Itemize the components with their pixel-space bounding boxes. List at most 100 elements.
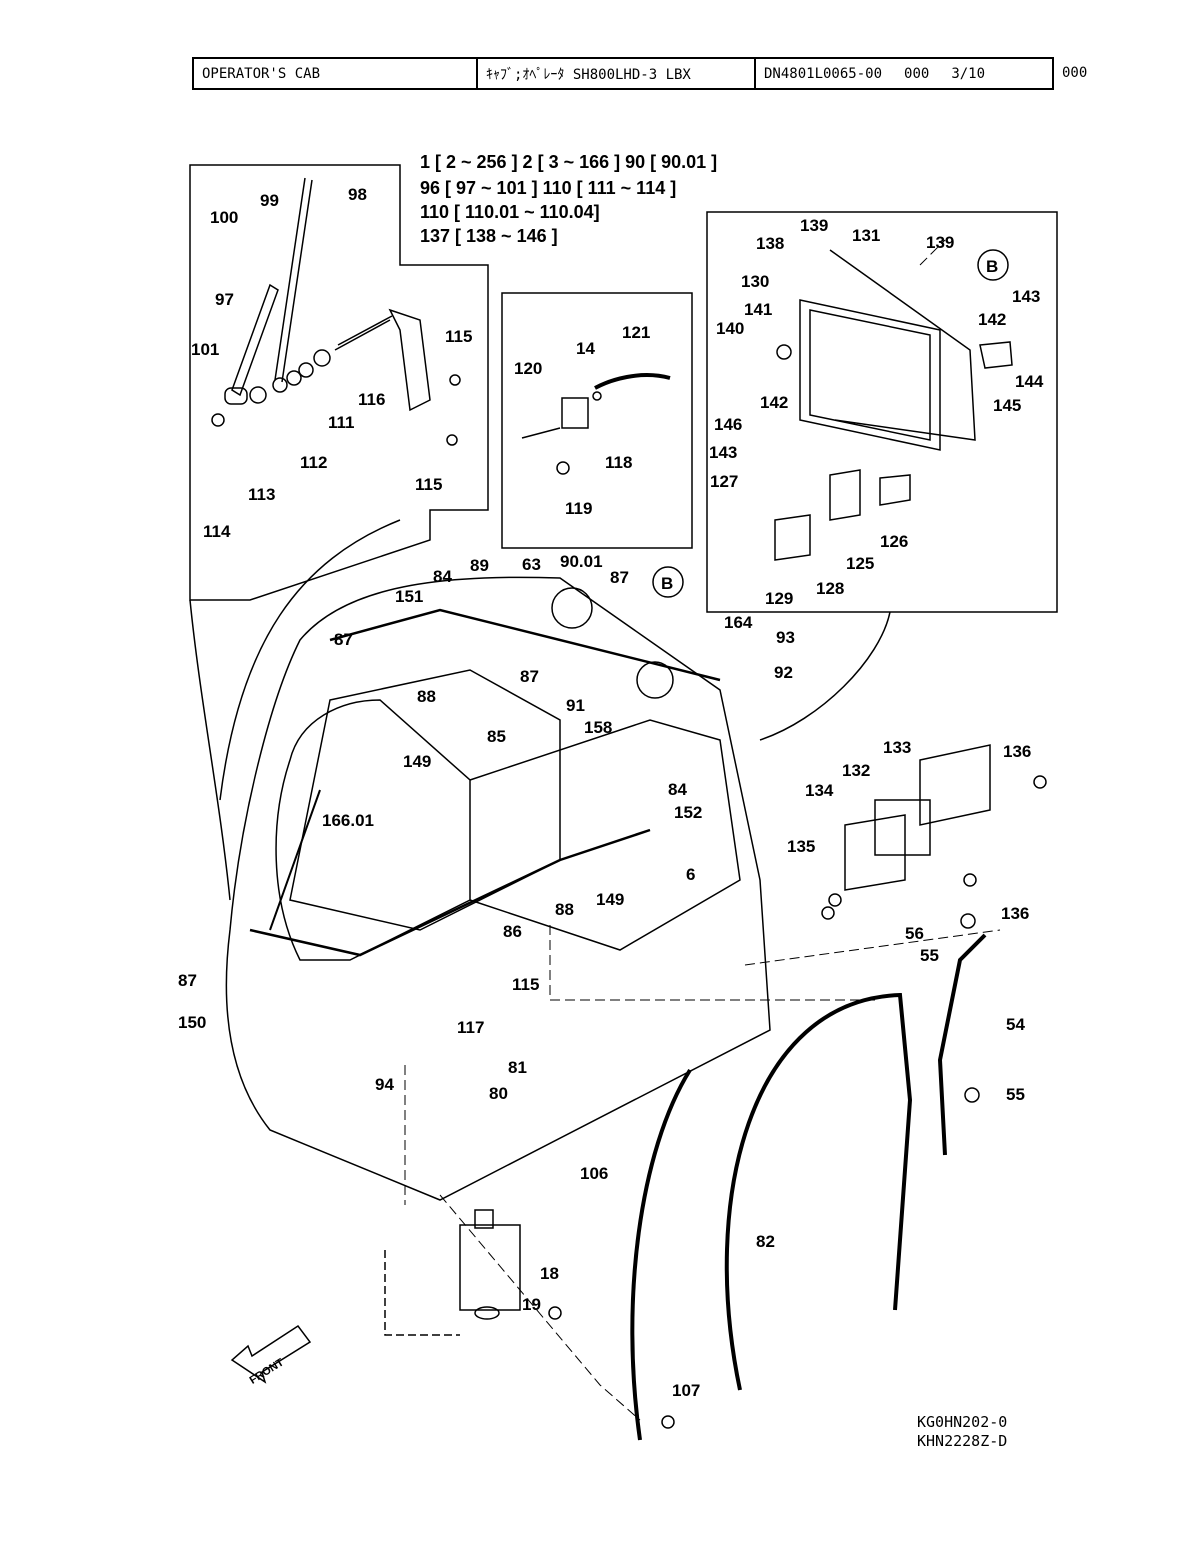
page-number: 3/10 <box>951 65 986 82</box>
drawing-title: OPERATOR'S CAB <box>194 59 478 88</box>
drawing-number-cell: DN4801L0065-00 000 3/10 <box>756 59 1052 88</box>
front-arrow-icon <box>230 1324 312 1384</box>
o-ring-14 <box>592 391 602 401</box>
part-label: 151 <box>395 587 423 606</box>
part-label: 55 <box>1006 1085 1025 1104</box>
reference-line-4: 137 [ 138 ~ 146 ] <box>420 226 558 246</box>
part-label: 128 <box>816 579 844 598</box>
part-label: 141 <box>744 300 772 319</box>
washer-tank-18 <box>459 1224 521 1311</box>
window-panel-138 <box>829 249 976 441</box>
part-label: 87 <box>610 568 629 587</box>
washer-tank-cap <box>474 1209 494 1229</box>
screw-136b <box>963 873 977 887</box>
wiper-link-arc-2 <box>189 599 231 901</box>
part-label: 63 <box>522 555 541 574</box>
part-label: 93 <box>776 628 795 647</box>
tank-mount-line <box>384 1250 460 1336</box>
wiper-arm <box>231 283 279 397</box>
washer-112b <box>286 370 302 386</box>
washer-112a <box>272 377 288 393</box>
part-label: 146 <box>714 415 742 434</box>
door-seal-82 <box>724 992 913 1391</box>
part-label: 88 <box>417 687 436 706</box>
part-label: 99 <box>260 191 279 210</box>
relay-118 <box>561 397 589 429</box>
wiper-shaft <box>334 315 393 351</box>
part-label: 149 <box>403 752 431 771</box>
part-label: 142 <box>760 393 788 412</box>
part-label: 82 <box>756 1232 775 1251</box>
part-label: 92 <box>774 663 793 682</box>
gasket-134 <box>844 814 906 891</box>
part-label: 80 <box>489 1084 508 1103</box>
part-label: 97 <box>215 290 234 309</box>
part-label: 87 <box>178 971 197 990</box>
callout-b-circle-1 <box>977 249 1009 281</box>
part-label: 119 <box>565 499 592 518</box>
title-block: OPERATOR'S CAB ｷｬﾌﾞ;ｵﾍﾟﾚｰﾀ SH800LHD-3 LB… <box>192 57 1054 90</box>
grommet-19 <box>474 1306 500 1320</box>
wire-harness-lower <box>249 828 651 957</box>
bolt-55 <box>964 1087 980 1103</box>
cab-roof-opening <box>289 669 561 931</box>
part-label: 150 <box>178 1013 206 1032</box>
part-label: 6 <box>686 865 695 884</box>
part-label: 143 <box>709 443 737 462</box>
part-label: 134 <box>805 781 834 800</box>
wiper-link-arc <box>219 519 401 801</box>
part-label: 56 <box>905 924 924 943</box>
part-label: 115 <box>512 975 539 994</box>
cover-126 <box>879 474 911 506</box>
part-label: 100 <box>210 208 238 227</box>
part-label: 129 <box>765 589 793 608</box>
part-label: 117 <box>457 1018 484 1037</box>
part-label: 81 <box>508 1058 527 1077</box>
wire-harness-top <box>329 608 721 682</box>
part-label: 91 <box>566 696 585 715</box>
screw-107 <box>661 1415 675 1429</box>
cap-56 <box>960 913 976 929</box>
latch-125 <box>829 469 861 521</box>
part-label: 132 <box>842 761 870 780</box>
callout-b-circle-2 <box>652 566 684 598</box>
part-label: 140 <box>716 319 744 338</box>
bushing-116 <box>313 349 331 367</box>
vent-90-01a <box>551 587 593 629</box>
part-label: 136 <box>1003 742 1031 761</box>
part-label: 113 <box>248 485 275 504</box>
part-label: 87 <box>520 667 539 686</box>
part-label: 139 <box>926 233 954 252</box>
part-label: 142 <box>978 310 1006 329</box>
washer-113 <box>249 386 267 404</box>
part-label: 120 <box>514 359 542 378</box>
part-labels: 98 99 100 97 101 115 116 111 112 113 114… <box>178 185 1044 1400</box>
room-light-133 <box>919 744 991 826</box>
wiper-arm-cap <box>224 387 248 405</box>
front-wiper-arm <box>269 789 321 931</box>
part-label: 158 <box>584 718 612 737</box>
cab-side <box>469 719 741 951</box>
bolt-119 <box>556 461 570 475</box>
part-label: 121 <box>622 323 650 342</box>
part-label: 166.01 <box>322 811 374 830</box>
part-label: 126 <box>880 532 908 551</box>
part-label: 135 <box>787 837 815 856</box>
seal-106 <box>630 1068 692 1441</box>
header-extra: 000 <box>1062 65 1088 81</box>
part-label: 139 <box>800 216 828 235</box>
part-label: 115 <box>415 475 442 494</box>
part-label: 152 <box>674 803 702 822</box>
part-label: 14 <box>576 339 595 358</box>
wiper-blade <box>274 177 313 383</box>
bolt-19 <box>548 1306 562 1320</box>
part-label: 107 <box>672 1381 700 1400</box>
bracket-144 <box>979 341 1013 369</box>
part-label: 88 <box>555 900 574 919</box>
part-label: 84 <box>433 567 452 586</box>
part-label: 143 <box>1012 287 1040 306</box>
part-label: 94 <box>375 1075 394 1094</box>
document-number: DN4801L0065-00 <box>764 65 883 82</box>
reference-line-1: 1 [ 2 ~ 256 ] 2 [ 3 ~ 166 ] 90 [ 90.01 ] <box>420 152 718 172</box>
